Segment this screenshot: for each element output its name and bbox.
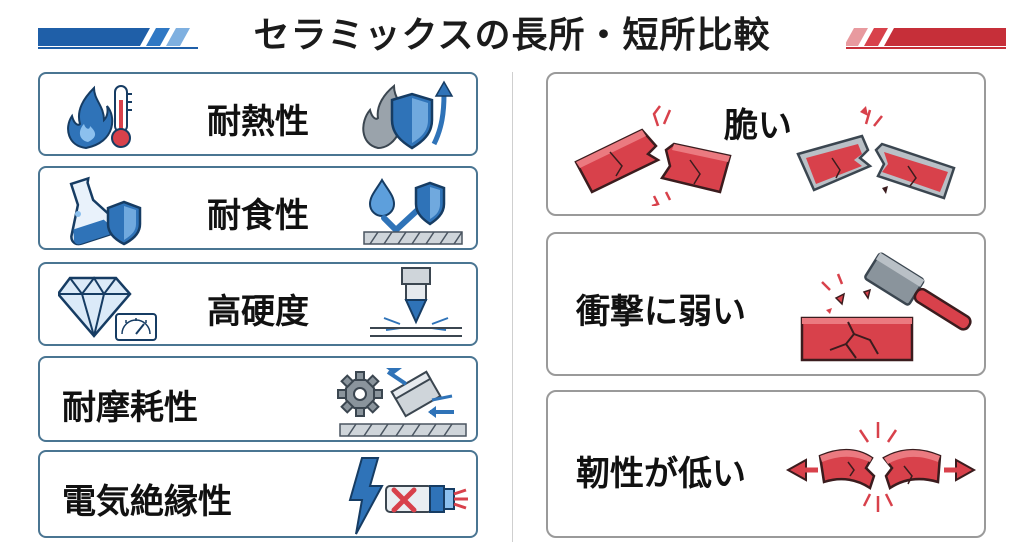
disadvantage-card-low-toughness: 靭性が低い — [546, 390, 986, 538]
advantage-card-wear-resistance: 耐摩耗性 — [38, 356, 478, 442]
disadvantage-card-brittle: 脆い — [546, 72, 986, 216]
advantage-card-electrical-insulation: 電気絶縁性 — [38, 450, 478, 538]
advantage-label-high-hardness: 高硬度 — [207, 292, 309, 332]
drop-check-shield-icon — [363, 178, 463, 245]
page-title: セラミックスの長所・短所比較 — [253, 15, 771, 56]
advantage-card-high-hardness: 高硬度 — [38, 262, 478, 346]
advantage-label-heat-resistance: 耐熱性 — [207, 102, 309, 142]
gear-block-abrasion-icon — [337, 368, 467, 437]
flask-shield-icon — [69, 176, 142, 246]
advantage-label-wear-resistance: 耐摩耗性 — [62, 388, 198, 428]
column-divider — [512, 72, 513, 542]
red-stripe-decoration — [846, 28, 1006, 49]
advantage-label-corrosion-resistance: 耐食性 — [207, 196, 309, 236]
disadvantage-card-weak-to-impact: 衝撃に弱い — [546, 232, 986, 376]
diamond-gauge-icon — [58, 276, 157, 341]
disadvantage-label-weak-to-impact: 衝撃に弱い — [576, 292, 746, 332]
flame-shield-arrow-icon — [362, 80, 454, 150]
disadvantage-label-brittle: 脆い — [724, 106, 792, 146]
hammer-breaking-block-icon — [800, 252, 972, 362]
lightning-cable-insulation-icon — [348, 457, 468, 535]
blue-stripe-decoration — [38, 28, 198, 49]
bending-fracture-icon — [785, 422, 977, 512]
cracked-bars-icon — [574, 105, 956, 206]
indenter-icon — [370, 267, 462, 337]
disadvantage-label-low-toughness: 靭性が低い — [576, 454, 746, 494]
advantage-card-heat-resistance: 耐熱性 — [38, 72, 478, 156]
flame-thermometer-icon — [67, 85, 132, 150]
advantage-card-corrosion-resistance: 耐食性 — [38, 166, 478, 250]
advantage-label-electrical-insulation: 電気絶縁性 — [62, 482, 232, 522]
